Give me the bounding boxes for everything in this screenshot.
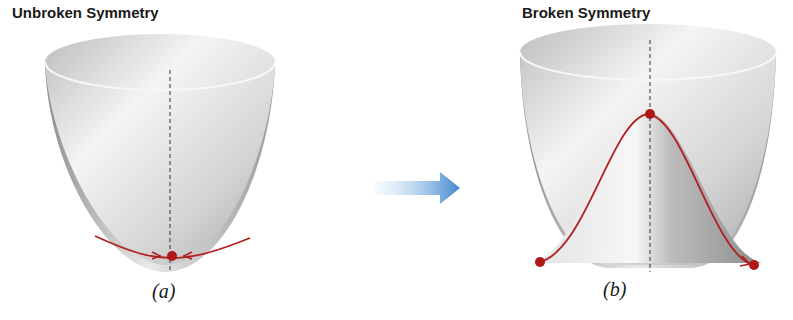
panel-letter: (b)	[603, 278, 626, 301]
transition-arrow	[375, 172, 460, 204]
panel-heading: Broken Symmetry	[522, 4, 650, 21]
panel-heading: Unbroken Symmetry	[12, 4, 159, 21]
bowl-unbroken	[45, 34, 275, 272]
panel-letter: (a)	[152, 280, 175, 303]
bowl-broken	[520, 24, 776, 272]
